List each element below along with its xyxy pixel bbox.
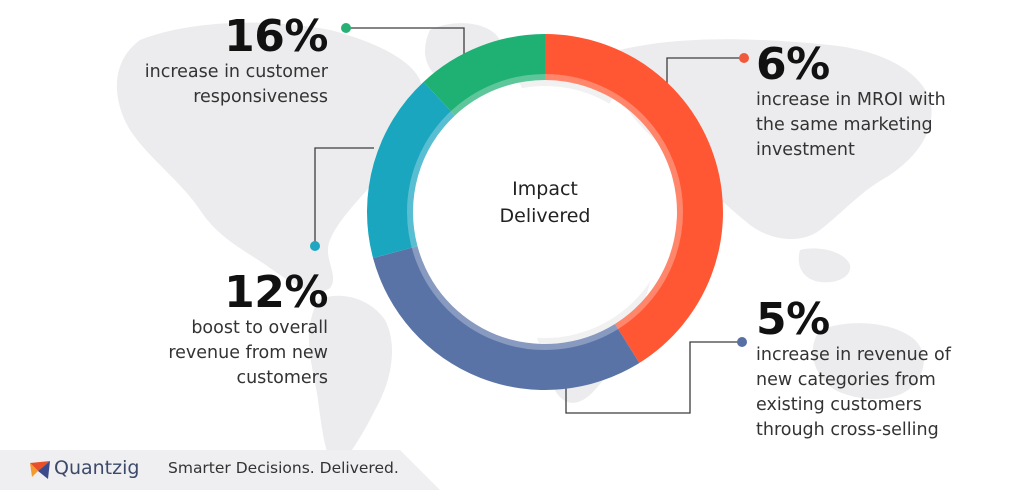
stat-16-percent: 16% increase in customer responsiveness	[60, 11, 329, 110]
connector-dot-16	[341, 23, 351, 33]
ring-segment-orange	[545, 34, 723, 363]
stat-description-line: increase in customer	[144, 62, 328, 82]
stat-description-line: increase in revenue of	[756, 345, 951, 365]
connector-12	[314, 147, 374, 244]
center-label: Impact Delivered	[445, 176, 645, 230]
stat-description-line: responsiveness	[193, 87, 328, 107]
stat-6-percent: 6% increase in MROI with the same market…	[756, 42, 1018, 163]
inner-ring-highlight	[407, 74, 683, 350]
logo-wordmark: Quantzig	[54, 457, 140, 479]
footer-band	[0, 450, 440, 490]
stat-value: 5%	[756, 294, 830, 345]
stat-value: 6%	[756, 39, 830, 90]
stat-description-line: boost to overall	[191, 318, 328, 338]
footer-tagline: Smarter Decisions. Delivered.	[168, 459, 399, 477]
stat-5-percent: 5% increase in revenue of new categories…	[756, 297, 1018, 443]
inner-disc	[419, 86, 671, 338]
stat-description-line: increase in MROI with	[756, 90, 946, 110]
stat-description-line: existing customers	[756, 395, 922, 415]
ring-segment-green	[423, 34, 545, 116]
connector-6	[666, 57, 742, 86]
quantzig-logo-icon	[30, 461, 50, 479]
connector-dot-12	[310, 241, 320, 251]
stat-description-line: customers	[236, 368, 328, 388]
stat-description-line: through cross-selling	[756, 420, 939, 440]
ring-segment-blue	[373, 246, 640, 390]
connector-5	[565, 341, 740, 414]
stat-description-line: new categories from	[756, 370, 936, 390]
connector-dot-6	[739, 53, 749, 63]
connector-16	[348, 27, 465, 58]
ring-segment-teal	[367, 81, 455, 259]
center-label-line2: Delivered	[499, 205, 591, 227]
connector-dot-5	[737, 337, 747, 347]
footer-bar: Quantzig Smarter Decisions. Delivered.	[0, 450, 1024, 494]
stat-value: 16%	[224, 11, 328, 62]
stat-description-line: the same marketing	[756, 115, 933, 135]
stat-12-percent: 12% boost to overall revenue from new cu…	[60, 270, 328, 391]
stat-description-line: investment	[756, 140, 855, 160]
center-label-line1: Impact	[512, 178, 578, 200]
stat-description-line: revenue from new	[168, 343, 328, 363]
stat-value: 12%	[224, 267, 328, 318]
